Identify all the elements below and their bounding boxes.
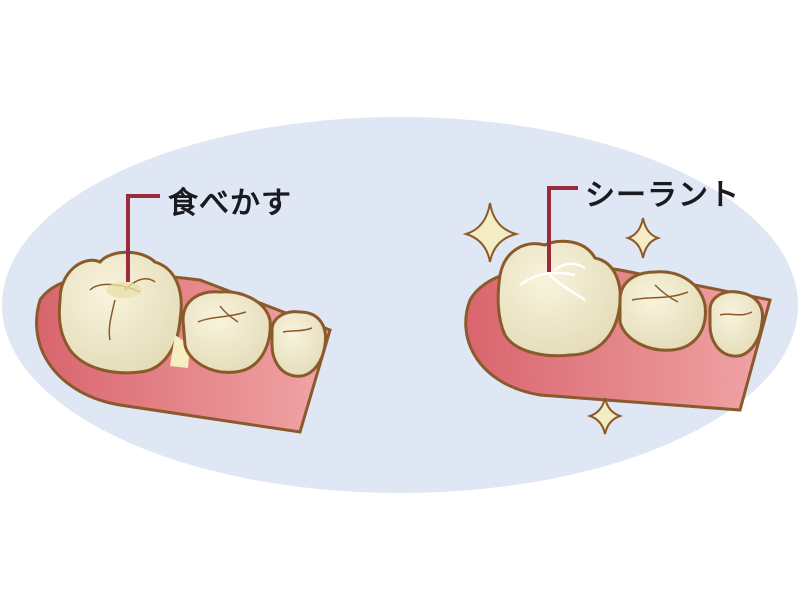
right-small-tooth bbox=[708, 290, 765, 358]
sealant bbox=[519, 262, 586, 302]
sealant-label: シーラント bbox=[585, 178, 740, 213]
left-jaw bbox=[35, 194, 332, 434]
left-small-tooth bbox=[270, 310, 328, 378]
sparkle-icon bbox=[462, 202, 520, 263]
right-jaw bbox=[462, 186, 772, 435]
right-premolar bbox=[618, 270, 707, 352]
food-debris-label: 食べかす bbox=[168, 186, 292, 221]
left-premolar bbox=[181, 290, 272, 374]
left-leader-line bbox=[126, 194, 160, 282]
right-leader-line bbox=[547, 186, 578, 272]
left-molar-large bbox=[57, 250, 183, 375]
sparkle-icon bbox=[586, 397, 624, 435]
sparkle-icon bbox=[624, 217, 662, 259]
right-molar-large bbox=[496, 239, 622, 358]
